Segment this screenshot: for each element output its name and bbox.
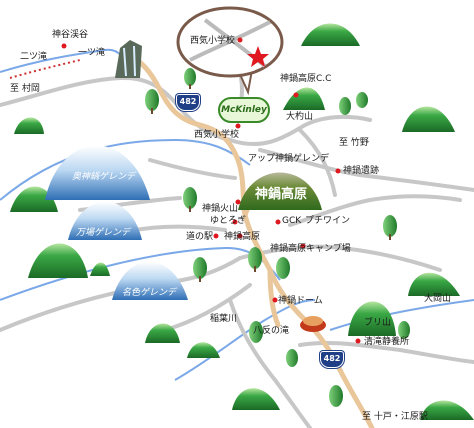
label-kamitani-keikoku: 神谷渓谷 [52,30,89,40]
ski-slopes [45,145,188,300]
label-hitotsudaki: 一ツ滝 [78,48,106,58]
label-atsupu-gelande: アップ神鍋ゲレンデ [248,154,330,164]
label-gck: GCK [282,216,302,226]
label-kannabe-iseki: 神鍋遺跡 [343,166,380,176]
label-oosayama: 大岡山 [424,294,452,304]
label-inabagawa: 稲葉川 [210,314,238,324]
label-yutorogi: ゆとろぎ [210,216,247,226]
poi-dots [61,37,361,344]
label-to-muraoka: 至 村岡 [10,84,40,94]
roads [0,70,474,428]
waterfall-rock [115,40,142,78]
label-nishikesho: 西気小学校 [194,130,240,140]
label-futatsudaki: 二ツ滝 [20,52,48,62]
kannabe-volcano [238,172,322,210]
label-nazoro-ski: 名色ゲレンデ [122,288,177,298]
label-michi-no-eki: 道の駅 [186,232,214,242]
label-seitaki-ryoryo: 清滝静養所 [364,337,410,347]
kannabe-dome-building [300,316,326,332]
label-nishikesho-inset: 西気小学校 [190,36,236,46]
route-482-shield-top: 482 [176,94,200,111]
mckinley-logo: McKinley [218,97,270,123]
label-kannabe-dome: 神鍋ドーム [278,296,323,306]
trail-path [9,59,81,79]
label-kannabe-kazan: 神鍋高原 [255,187,308,202]
label-to-toyooka: 至 十戸・江原駅 [362,412,428,422]
label-to-takeno: 至 竹野 [339,138,369,148]
route-482-shield-bottom: 482 [320,351,344,368]
inset-bubble [176,6,284,96]
label-banjo-ski: 万場ゲレンデ [76,228,131,238]
label-burisan: ブリ山 [364,318,392,328]
label-kannabe-kogen: 神鍋高原 [224,232,261,242]
label-kannabe-kazan-point: 神鍋火山 [202,204,239,214]
label-ozayama: 大杓山 [286,112,314,122]
trees [145,68,410,407]
label-country-club: 神鍋高原C.C [280,74,332,84]
label-camp: 神鍋高原キャンプ場 [270,244,351,254]
green-mountains [10,23,474,420]
label-minami-kannabe-ski: 奥神鍋ゲレンデ [72,172,136,182]
label-putican: プチワイン [305,216,351,226]
label-hachitan-no-taki: 八反の滝 [253,326,290,336]
